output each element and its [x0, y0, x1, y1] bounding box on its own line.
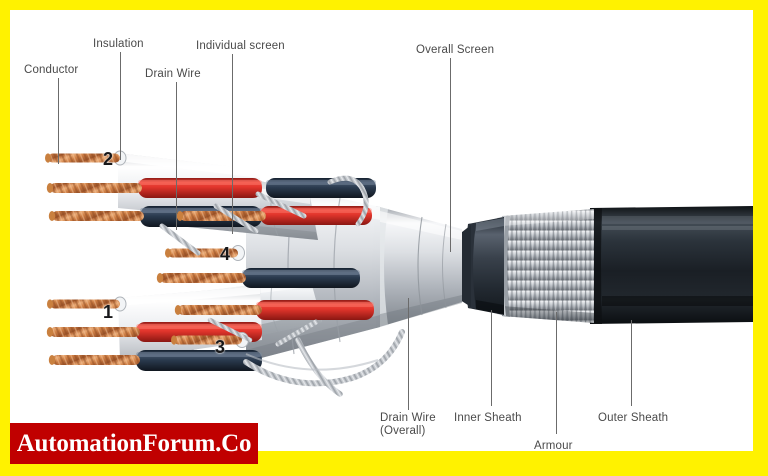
label-individual-screen: Individual screen [196, 40, 285, 52]
label-insulation: Insulation [93, 38, 144, 50]
leader-armour [556, 312, 557, 434]
leader-individual-screen [232, 54, 233, 234]
label-overall-screen: Overall Screen [416, 44, 495, 56]
label-drain-wire-overall-line1: Drain Wire [380, 412, 436, 424]
armour-graphic [494, 209, 594, 323]
drain-wire-graphic [159, 175, 369, 347]
site-watermark-text: AutomationForum.Co [16, 429, 252, 457]
leader-insulation [120, 52, 121, 160]
label-outer-sheath: Outer Sheath [598, 412, 669, 424]
pair-number-4: 4 [220, 244, 231, 264]
illustration-canvas: Conductor Insulation Drain Wire Individu… [10, 10, 753, 451]
leader-overall-screen [450, 58, 451, 252]
site-watermark-banner: AutomationForum.Co [10, 423, 258, 464]
label-conductor: Conductor [24, 64, 79, 76]
pair-number-2: 2 [103, 149, 114, 169]
outer-sheath-graphic [589, 206, 753, 324]
leader-conductor [58, 78, 59, 164]
drain-wire-overall-graphic [243, 329, 405, 397]
inner-sheath-graphic [457, 217, 504, 315]
label-armour: Armour [534, 440, 573, 451]
leader-inner-sheath [491, 310, 492, 406]
leader-drain-wire [176, 82, 177, 230]
cable-cutaway-artwork [45, 150, 753, 397]
pair-number-1: 1 [103, 302, 114, 322]
leader-drain-wire-overall [408, 298, 409, 410]
label-drain-wire-overall-line2: (Overall) [380, 424, 426, 437]
label-drain-wire: Drain Wire [145, 68, 201, 80]
label-drain-wire-overall: Drain Wire (Overall) [380, 412, 436, 437]
pair-number-3: 3 [215, 337, 226, 357]
pair-2-graphic [45, 150, 262, 227]
label-inner-sheath: Inner Sheath [454, 412, 522, 424]
pair-4-graphic [156, 178, 376, 288]
leader-outer-sheath [631, 320, 632, 406]
